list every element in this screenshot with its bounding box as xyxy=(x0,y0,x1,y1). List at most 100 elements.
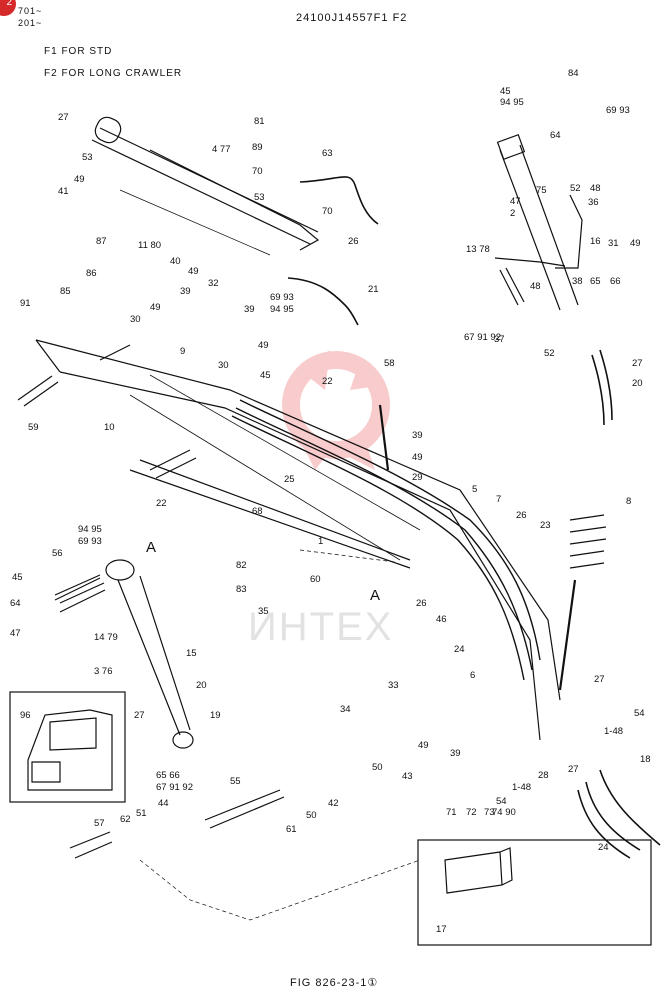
callout-78: 33 xyxy=(388,680,399,691)
callout-43: 68 xyxy=(252,506,263,517)
callout-98: 18 xyxy=(640,754,651,765)
callout-108: 52 xyxy=(570,183,581,194)
callout-22: 21 xyxy=(368,284,379,295)
callout-87: 74 90 xyxy=(492,807,516,818)
callout-92: 1-48 xyxy=(604,726,623,737)
callout-93: 24 xyxy=(454,644,465,655)
callout-90: 27 xyxy=(568,764,579,775)
callout-27: 30 xyxy=(130,314,141,325)
callout-14: 87 xyxy=(96,236,107,247)
callout-57: 45 xyxy=(12,572,23,583)
callout-4: 89 xyxy=(252,142,263,153)
callout-62: 15 xyxy=(186,648,197,659)
view-marker-a-1: A xyxy=(146,539,156,556)
callout-25: 39 xyxy=(244,304,255,315)
callout-64: 96 xyxy=(20,710,31,721)
callout-72: 51 xyxy=(136,808,147,819)
callout-46: 1 xyxy=(318,536,323,547)
callout-24: 39 xyxy=(180,286,191,297)
callout-73: 55 xyxy=(230,776,241,787)
callout-77: 34 xyxy=(340,704,351,715)
callout-106: 2 xyxy=(510,208,515,219)
callout-83: 71 xyxy=(446,807,457,818)
callout-111: 13 78 xyxy=(466,244,490,255)
callout-50: 26 xyxy=(416,598,427,609)
callout-101: 45 xyxy=(500,86,511,97)
callout-3: 4 77 xyxy=(212,144,231,155)
view-marker-a-2: A xyxy=(370,587,380,604)
note-f1: F1 FOR STD xyxy=(44,46,113,57)
callout-96: 27 xyxy=(594,674,605,685)
callout-116: 65 xyxy=(590,276,601,287)
callout-99: 17 xyxy=(436,924,447,935)
callout-84: 72 xyxy=(466,807,477,818)
callout-30: 45 xyxy=(260,370,271,381)
callout-10: 53 xyxy=(254,192,265,203)
callout-95: 8 xyxy=(626,496,631,507)
figure-label: FIG 826-23-1① xyxy=(290,977,379,989)
callout-48: 83 xyxy=(236,584,247,595)
callout-67: 65 66 xyxy=(156,770,180,781)
callout-63: 20 xyxy=(196,680,207,691)
callout-15: 49 xyxy=(188,266,199,277)
callout-122: 27 xyxy=(632,358,643,369)
callout-21: 85 xyxy=(60,286,71,297)
callout-41: 5 xyxy=(472,484,477,495)
callout-20: 94 95 xyxy=(270,304,294,315)
callout-7: 49 xyxy=(74,174,85,185)
callout-94: 6 xyxy=(470,670,475,681)
callout-60: 14 79 xyxy=(94,632,118,643)
callout-103: 69 93 xyxy=(606,105,630,116)
callout-51: 46 xyxy=(436,614,447,625)
callout-44: 26 xyxy=(516,510,527,521)
callout-69: 44 xyxy=(158,798,169,809)
serial-range-2: 201~ xyxy=(18,18,43,28)
callout-105: 47 xyxy=(510,196,521,207)
callout-81: 50 xyxy=(372,762,383,773)
callout-45: 23 xyxy=(540,520,551,531)
callout-16: 32 xyxy=(208,278,219,289)
callout-35: 25 xyxy=(284,474,295,485)
callout-89: 28 xyxy=(538,770,549,781)
callout-66: 19 xyxy=(210,710,221,721)
callout-13: 40 xyxy=(170,256,181,267)
callout-33: 59 xyxy=(28,422,39,433)
callout-11: 70 xyxy=(322,206,333,217)
callout-55: 56 xyxy=(52,548,63,559)
callout-65: 27 xyxy=(134,710,145,721)
callout-110: 36 xyxy=(588,197,599,208)
callout-52: 35 xyxy=(258,606,269,617)
callout-124: 19 xyxy=(0,0,11,3)
callout-76: 42 xyxy=(328,798,339,809)
callout-28: 9 xyxy=(180,346,185,357)
callout-18: 86 xyxy=(86,268,97,279)
callout-9: 41 xyxy=(58,186,69,197)
callout-19: 69 93 xyxy=(270,292,294,303)
callout-42: 7 xyxy=(496,494,501,505)
callout-49: 60 xyxy=(310,574,321,585)
callout-107: 75 xyxy=(536,185,547,196)
callout-53: 94 95 xyxy=(78,524,102,535)
callout-68: 67 91 92 xyxy=(156,782,193,793)
watermark-text: ИНТЕХ xyxy=(248,605,393,649)
callout-32: 10 xyxy=(104,422,115,433)
callout-114: 49 xyxy=(630,238,641,249)
page-badge: 2 xyxy=(0,0,16,16)
callout-1: 27 xyxy=(58,112,69,123)
callout-31: 30 xyxy=(218,360,229,371)
watermark-gear-logo xyxy=(282,350,390,470)
callout-36: 22 xyxy=(156,498,167,509)
serial-range-1: 701~ xyxy=(18,6,43,16)
callout-40: 29 xyxy=(412,472,423,483)
callout-102: 94 95 xyxy=(500,97,524,108)
callout-85: 73 xyxy=(484,807,495,818)
callout-59: 47 xyxy=(10,628,21,639)
callout-58: 64 xyxy=(10,598,21,609)
callout-112: 16 xyxy=(590,236,601,247)
callout-71: 62 xyxy=(120,814,131,825)
callout-6: 63 xyxy=(322,148,333,159)
callout-70: 57 xyxy=(94,818,105,829)
callout-120: 48 xyxy=(530,281,541,292)
